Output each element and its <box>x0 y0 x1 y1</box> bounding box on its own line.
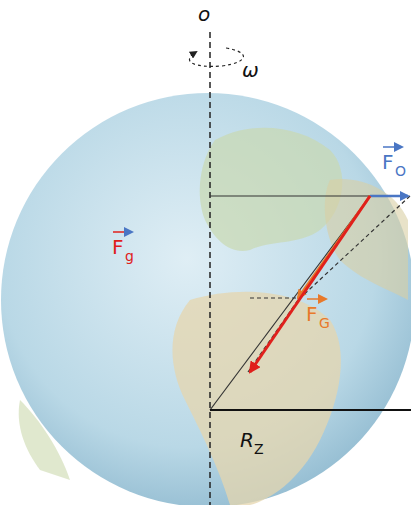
force-subscript: g <box>125 249 134 263</box>
globe <box>1 93 411 505</box>
radius-line <box>210 195 370 196</box>
vector-sign <box>113 231 132 233</box>
construction-line <box>298 196 410 300</box>
rotation-arrow <box>189 48 243 66</box>
equator-radius <box>210 409 411 411</box>
rotation-axis <box>209 32 211 505</box>
angular-velocity-label: ω <box>242 60 259 80</box>
earth-radius-line <box>210 196 370 410</box>
force-symbol: F <box>112 237 124 257</box>
force-symbol: F <box>382 152 394 172</box>
vector-sign <box>383 146 402 148</box>
centrifugal-force-vector <box>370 195 408 198</box>
vector-sign <box>307 298 326 300</box>
south-america <box>19 400 70 480</box>
axis-label: o <box>198 4 210 24</box>
force-symbol: F <box>306 304 318 324</box>
radius-subscript: Z <box>254 442 264 456</box>
force-subscript: O <box>395 164 406 178</box>
construction-line <box>250 297 298 298</box>
radius-symbol: R <box>240 430 254 450</box>
africa <box>173 292 341 505</box>
europe <box>200 128 343 251</box>
force-subscript: G <box>319 316 330 330</box>
gravity-force-vector <box>250 196 370 372</box>
